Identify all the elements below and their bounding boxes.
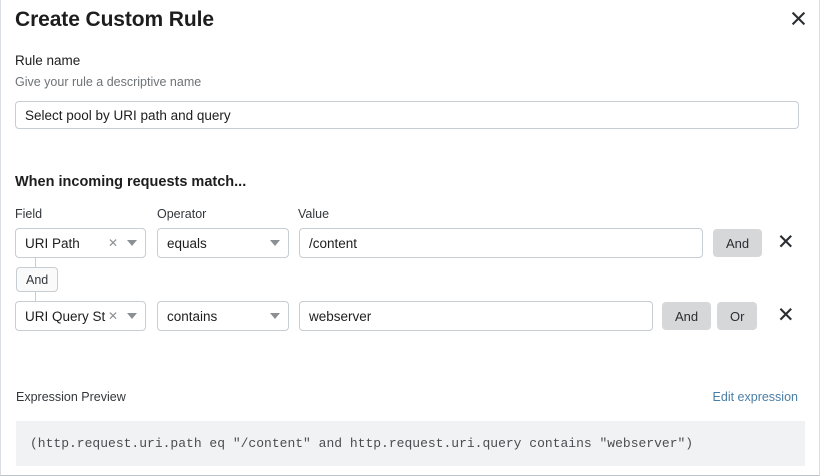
- operator-select-1-value: equals: [167, 235, 207, 251]
- column-header-operator: Operator: [157, 207, 207, 221]
- close-icon: [779, 308, 792, 324]
- field-select-2-value: URI Query St...: [25, 308, 106, 324]
- chevron-down-icon[interactable]: [123, 313, 145, 319]
- connector-line-bottom: [35, 291, 36, 301]
- delete-condition-button-2[interactable]: [773, 301, 797, 331]
- expression-preview-label: Expression Preview: [16, 390, 126, 404]
- add-and-condition-button-1[interactable]: And: [713, 229, 763, 257]
- operator-select-2-value: contains: [167, 308, 218, 324]
- rule-name-help-text: Give your rule a descriptive name: [15, 75, 202, 89]
- match-section-heading: When incoming requests match...: [15, 174, 247, 190]
- group-connector-and[interactable]: And: [16, 267, 59, 292]
- close-icon: [779, 235, 792, 251]
- rule-name-input[interactable]: [15, 101, 799, 129]
- clear-icon[interactable]: ✕: [107, 308, 118, 323]
- column-header-field: Field: [15, 207, 43, 221]
- value-input-2[interactable]: [299, 301, 653, 331]
- rule-name-label: Rule name: [15, 53, 81, 68]
- chevron-down-icon[interactable]: [266, 240, 288, 246]
- close-modal-button[interactable]: [785, 6, 811, 32]
- column-header-value: Value: [298, 207, 330, 221]
- condition-row: URI Query St... ✕ contains And Or: [1, 301, 819, 331]
- clear-icon[interactable]: ✕: [107, 235, 118, 250]
- page-title: Create Custom Rule: [15, 8, 214, 31]
- field-select-2[interactable]: URI Query St... ✕: [15, 301, 146, 331]
- operator-select-1[interactable]: equals: [157, 228, 289, 258]
- edit-expression-link[interactable]: Edit expression: [712, 390, 798, 404]
- expression-preview-code: (http.request.uri.path eq "/content" and…: [30, 436, 694, 451]
- expression-preview-box: (http.request.uri.path eq "/content" and…: [16, 421, 805, 466]
- condition-row: URI Path ✕ equals And: [1, 228, 819, 258]
- delete-condition-button-1[interactable]: [773, 228, 797, 258]
- close-icon: [791, 12, 805, 26]
- operator-select-2[interactable]: contains: [157, 301, 289, 331]
- connector-line-top: [35, 258, 36, 268]
- add-or-condition-button-2[interactable]: Or: [717, 302, 758, 330]
- field-select-1-value: URI Path: [25, 235, 80, 251]
- field-select-1[interactable]: URI Path ✕: [15, 228, 146, 258]
- chevron-down-icon[interactable]: [123, 240, 145, 246]
- chevron-down-icon[interactable]: [266, 313, 288, 319]
- value-input-1[interactable]: [299, 228, 703, 258]
- add-and-condition-button-2[interactable]: And: [662, 302, 712, 330]
